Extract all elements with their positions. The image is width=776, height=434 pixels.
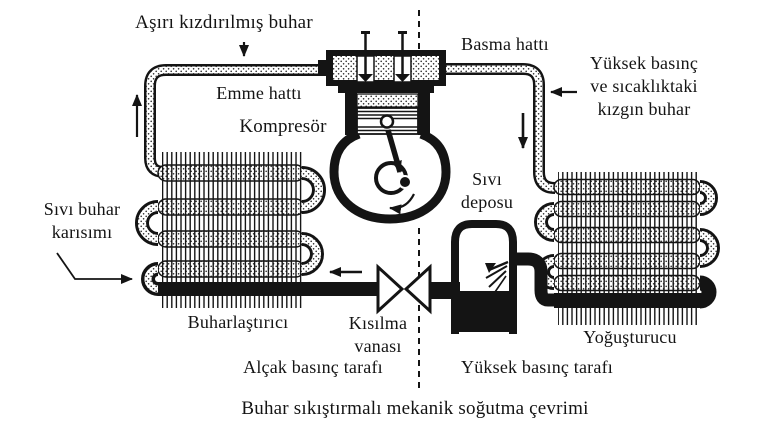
label-superheated-vapor: Aşırı kızdırılmış buhar xyxy=(135,12,313,33)
receiver-liquid xyxy=(459,291,509,332)
evaporator-inlet-pipe xyxy=(158,282,379,296)
figure-caption: Buhar sıkıştırmalı mekanik soğutma çevri… xyxy=(241,398,589,419)
receiver-tank xyxy=(424,220,517,334)
compressor-valves xyxy=(358,31,410,82)
label-compressor: Kompresör xyxy=(239,116,327,137)
condenser-outlet-pipe xyxy=(554,293,701,308)
receiver-spray xyxy=(485,260,509,293)
label-expansion-valve: Kısılma vanası xyxy=(348,313,408,356)
liquid-line-to-receiver xyxy=(511,252,562,307)
condenser-coil xyxy=(534,172,720,325)
label-discharge-line: Basma hattı xyxy=(461,34,549,54)
label-low-pressure-side: Alçak basınç tarafı xyxy=(243,357,383,377)
suction-pipe xyxy=(144,64,333,178)
flow-arrows xyxy=(56,42,577,284)
label-suction-line: Emme hattı xyxy=(216,83,302,103)
compressor-piston xyxy=(356,107,419,135)
label-condenser: Yoğuşturucu xyxy=(583,327,677,347)
receiver-outlet-pipe xyxy=(424,282,460,299)
liquid-vapor-leader-line xyxy=(56,252,133,284)
compressor-crank xyxy=(374,129,415,215)
label-high-pressure-note: Yüksek basınç ve sıcaklıktaki kızgın buh… xyxy=(589,53,699,120)
label-liquid-receiver: Sıvı deposu xyxy=(460,169,514,212)
evaporator-coil xyxy=(135,152,379,308)
label-evaporator: Buharlaştırıcı xyxy=(187,312,289,332)
label-high-pressure-side: Yüksek basınç tarafı xyxy=(461,357,613,377)
expansion-valve-symbol xyxy=(376,263,432,315)
discharge-pipe xyxy=(446,63,556,194)
compressor-drawing xyxy=(318,31,451,224)
label-liquid-vapor-mixture: Sıvı buhar karısımı xyxy=(43,199,121,243)
